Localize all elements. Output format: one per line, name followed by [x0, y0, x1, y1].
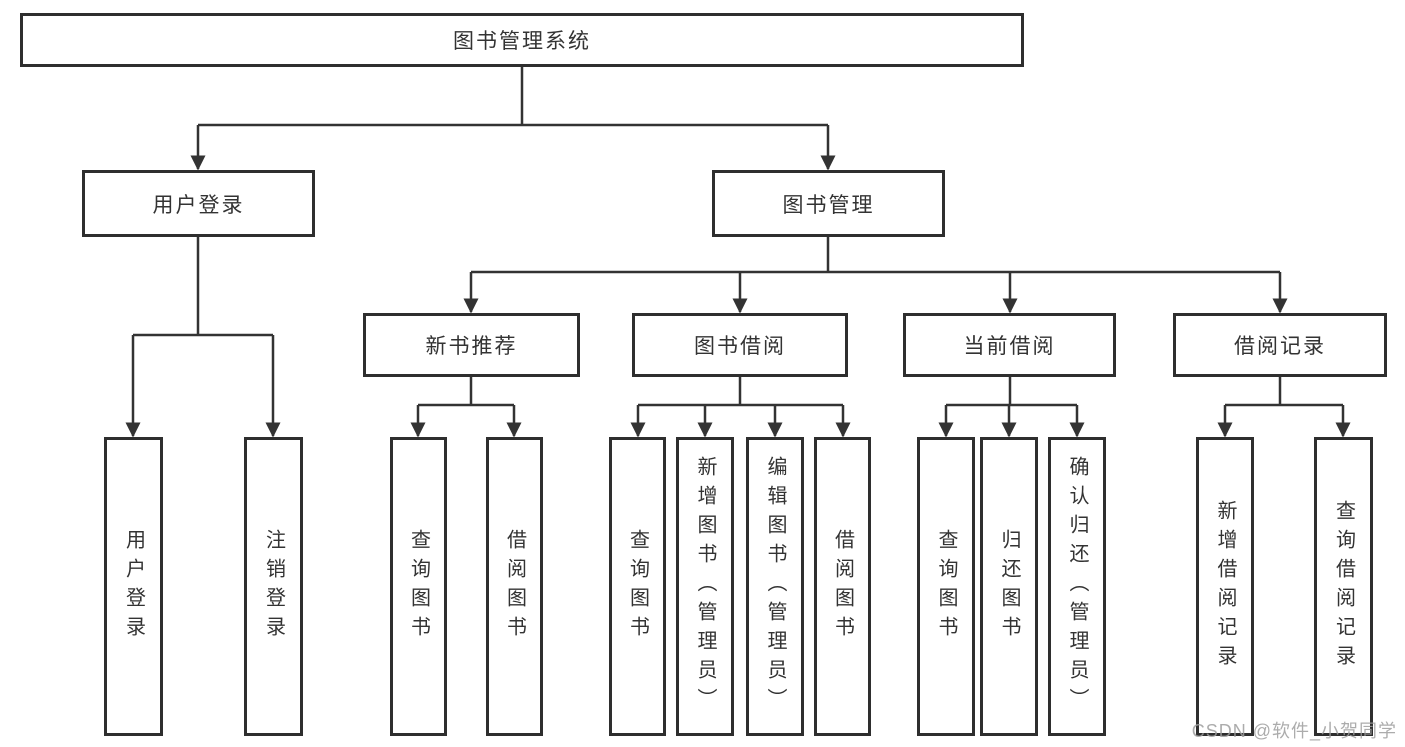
leaf-label: 新增图书（管理员） [694, 456, 716, 717]
node-library-management-system: 图书管理系统 [20, 13, 1024, 67]
branch-trunks [133, 67, 1343, 407]
leaf-user-login: 用户登录 [104, 437, 163, 736]
leaf-query-borrow-record: 查询借阅记录 [1314, 437, 1373, 736]
leaf-label: 查询借阅记录 [1332, 499, 1355, 674]
leaf-return-book: 归还图书 [980, 437, 1038, 736]
leaf-add-borrow-record: 新增借阅记录 [1196, 437, 1254, 736]
leaf-label: 查询图书 [407, 528, 430, 645]
leaf-label: 查询图书 [935, 528, 957, 645]
csdn-watermark: CSDN @软件_小贺同学 [1191, 721, 1397, 741]
node-new-book-recommend: 新书推荐 [363, 313, 580, 377]
leaf-label: 编辑图书（管理员） [764, 456, 786, 717]
leaf-query-book-2: 查询图书 [609, 437, 666, 736]
node-current-borrow: 当前借阅 [903, 313, 1116, 377]
leaf-label: 确认归还（管理员） [1066, 456, 1088, 717]
leaf-borrow-book-2: 借阅图书 [814, 437, 871, 736]
leaf-label: 归还图书 [998, 528, 1020, 645]
leaf-query-book-3: 查询图书 [917, 437, 975, 736]
arrow-drops [125, 125, 1351, 438]
leaf-label: 借阅图书 [503, 528, 526, 645]
leaf-borrow-book-1: 借阅图书 [486, 437, 543, 736]
leaf-add-book-admin: 新增图书（管理员） [676, 437, 734, 736]
node-book-borrow: 图书借阅 [632, 313, 848, 377]
leaf-logout: 注销登录 [244, 437, 303, 736]
leaf-query-book-1: 查询图书 [390, 437, 447, 736]
leaf-edit-book-admin: 编辑图书（管理员） [746, 437, 804, 736]
node-book-management: 图书管理 [712, 170, 945, 237]
leaf-label: 注销登录 [262, 528, 285, 645]
leaf-label: 新增借阅记录 [1214, 499, 1236, 674]
node-borrow-record: 借阅记录 [1173, 313, 1387, 377]
leaf-label: 借阅图书 [831, 528, 854, 645]
leaf-confirm-return-admin: 确认归还（管理员） [1048, 437, 1106, 736]
leaf-label: 用户登录 [122, 528, 145, 645]
node-user-login: 用户登录 [82, 170, 315, 237]
leaf-label: 查询图书 [626, 528, 649, 645]
